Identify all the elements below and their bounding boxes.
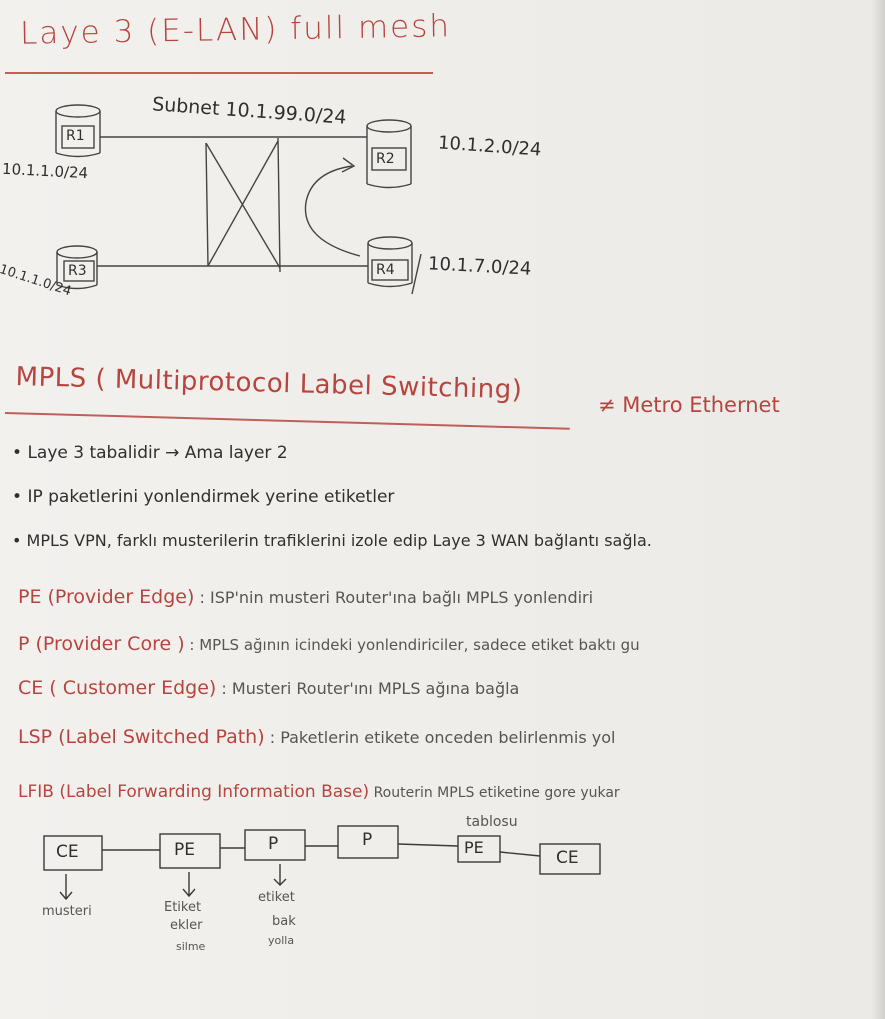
bullet-text: MPLS VPN, farklı musterilerin trafikleri…: [26, 531, 652, 550]
path-node-label: PE: [174, 840, 195, 860]
note-pe-line: Etiket: [164, 900, 202, 915]
page-edge-shadow: [871, 0, 885, 1019]
definition-text: : Musteri Router'ını MPLS ağına bağla: [221, 679, 520, 698]
bullet-dot: •: [12, 531, 27, 550]
definition-row: PE (Provider Edge) : ISP'nin musteri Rou…: [18, 586, 593, 608]
router-r2-label: R2: [376, 151, 395, 167]
definition-term: LSP (Label Switched Path): [18, 726, 265, 748]
definition-row: P (Provider Core ) : MPLS ağının icindek…: [18, 633, 640, 655]
router-r3-label: R3: [68, 263, 87, 279]
bullet-item: • MPLS VPN, farklı musterilerin trafikle…: [12, 531, 652, 550]
definition-text: Routerin MPLS etiketine gore yukar: [373, 785, 620, 801]
definition-row: LSP (Label Switched Path) : Paketlerin e…: [18, 726, 615, 748]
title-underline: [5, 72, 433, 74]
definition-row: LFIB (Label Forwarding Information Base)…: [18, 782, 620, 802]
note-p-line: bak: [272, 914, 296, 929]
note-p-line: etiket: [258, 890, 295, 905]
router-r3-icon: [56, 245, 98, 290]
router-r4-icon: [367, 236, 413, 288]
path-node-label: PE: [464, 838, 484, 857]
definition-term: CE ( Customer Edge): [18, 677, 217, 699]
definition-continuation: tablosu: [466, 814, 518, 830]
note-musteri: musteri: [42, 904, 92, 919]
note-pe-line: ekler: [170, 918, 203, 933]
bullet-item: • IP paketlerini yonlendirmek yerine eti…: [12, 487, 394, 507]
note-p-line: yolla: [268, 934, 295, 947]
definition-term: PE (Provider Edge): [18, 586, 195, 608]
path-node-label: CE: [56, 842, 79, 862]
definition-term: P (Provider Core ): [18, 633, 185, 655]
definition-text: : MPLS ağının icindeki yonlendiriciler, …: [189, 636, 640, 654]
definition-row: CE ( Customer Edge) : Musteri Router'ını…: [18, 677, 519, 699]
router-r4-label: R4: [376, 262, 395, 278]
router-r1-icon: [55, 104, 101, 158]
definition-term: LFIB (Label Forwarding Information Base): [18, 782, 370, 802]
router-r1-label: R1: [66, 128, 85, 144]
definition-text: : ISP'nin musteri Router'ına bağlı MPLS …: [199, 588, 594, 607]
path-node-label: P: [362, 830, 373, 850]
note-pe-line: silme: [176, 940, 206, 953]
mpls-note: ≠ Metro Ethernet: [598, 393, 780, 417]
bullet-text: Laye 3 tabalidir → Ama layer 2: [27, 443, 288, 463]
router-r2-icon: [366, 119, 412, 189]
bullet-text: IP paketlerini yonlendirmek yerine etike…: [27, 487, 395, 507]
bullet-dot: •: [12, 487, 28, 507]
definition-text: : Paketlerin etikete onceden belirlenmis…: [269, 728, 616, 747]
path-node-label: P: [268, 834, 279, 854]
full-mesh-diagram: [55, 104, 422, 295]
bullet-dot: •: [12, 443, 28, 463]
bullet-item: • Laye 3 tabalidir → Ama layer 2: [12, 443, 288, 463]
path-node-label: CE: [556, 848, 579, 868]
